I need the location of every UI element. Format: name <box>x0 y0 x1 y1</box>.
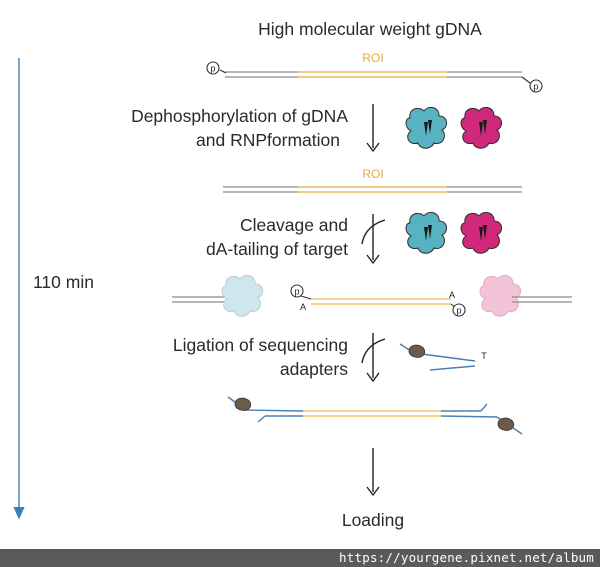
diagram-title: High molecular weight gDNA <box>258 19 482 39</box>
step-cleavage-line2: dA-tailing of target <box>205 239 348 259</box>
step-ligation-line2: adapters <box>279 359 348 379</box>
rnp-complex-icon <box>405 106 448 149</box>
down-arrow-icon <box>366 104 380 153</box>
adapter-motor-icon <box>234 397 252 411</box>
gdna-strand-2 <box>223 186 522 193</box>
phosphate-label: p <box>210 64 215 74</box>
thymine-label: T <box>481 351 487 361</box>
rnp-complex-icon <box>460 211 503 254</box>
adenine-label-left: A <box>300 302 306 312</box>
phosphate-circle-icon: p <box>290 284 304 298</box>
gdna-strand-1 <box>219 69 531 84</box>
step-dephos-line1: Dephosphorylation of gDNA <box>131 106 348 126</box>
phosphate-label: p <box>456 306 461 316</box>
step-ligation-line1: Ligation of sequencing <box>172 335 348 355</box>
rnp-faded-teal <box>221 274 264 317</box>
rnp-faded-pink <box>479 274 522 317</box>
phosphate-label: p <box>533 82 538 92</box>
target-fragment <box>300 295 457 309</box>
timeline-label: 110 min <box>33 272 94 292</box>
phosphate-label: p <box>294 287 299 297</box>
adapter-motor-icon <box>399 343 476 371</box>
phosphate-circle-icon: p <box>452 303 466 317</box>
curved-arrow-icon <box>361 214 386 265</box>
cleaved-flank-right <box>512 296 572 303</box>
adapter-motor-icon <box>497 417 515 431</box>
footer-bar: https://yourgene.pixnet.net/album <box>0 549 600 567</box>
step-cleavage-line1: Cleavage and <box>240 215 348 235</box>
phosphate-circle-icon: p <box>206 61 220 75</box>
workflow-diagram: ROI p p ROI <box>13 51 572 520</box>
roi-label-2: ROI <box>362 167 383 181</box>
roi-label-1: ROI <box>362 51 383 65</box>
down-arrow-icon <box>366 448 380 497</box>
rnp-complex-icon <box>460 106 503 149</box>
footer-url[interactable]: https://yourgene.pixnet.net/album <box>339 550 594 565</box>
rnp-complex-icon <box>405 211 448 254</box>
phosphate-circle-icon: p <box>529 79 543 93</box>
curved-arrow-icon <box>361 333 386 383</box>
adenine-label-right: A <box>449 290 455 300</box>
step-dephos-line2: and RNPformation <box>196 130 340 150</box>
ligated-library <box>227 396 523 435</box>
step-loading: Loading <box>341 510 405 530</box>
